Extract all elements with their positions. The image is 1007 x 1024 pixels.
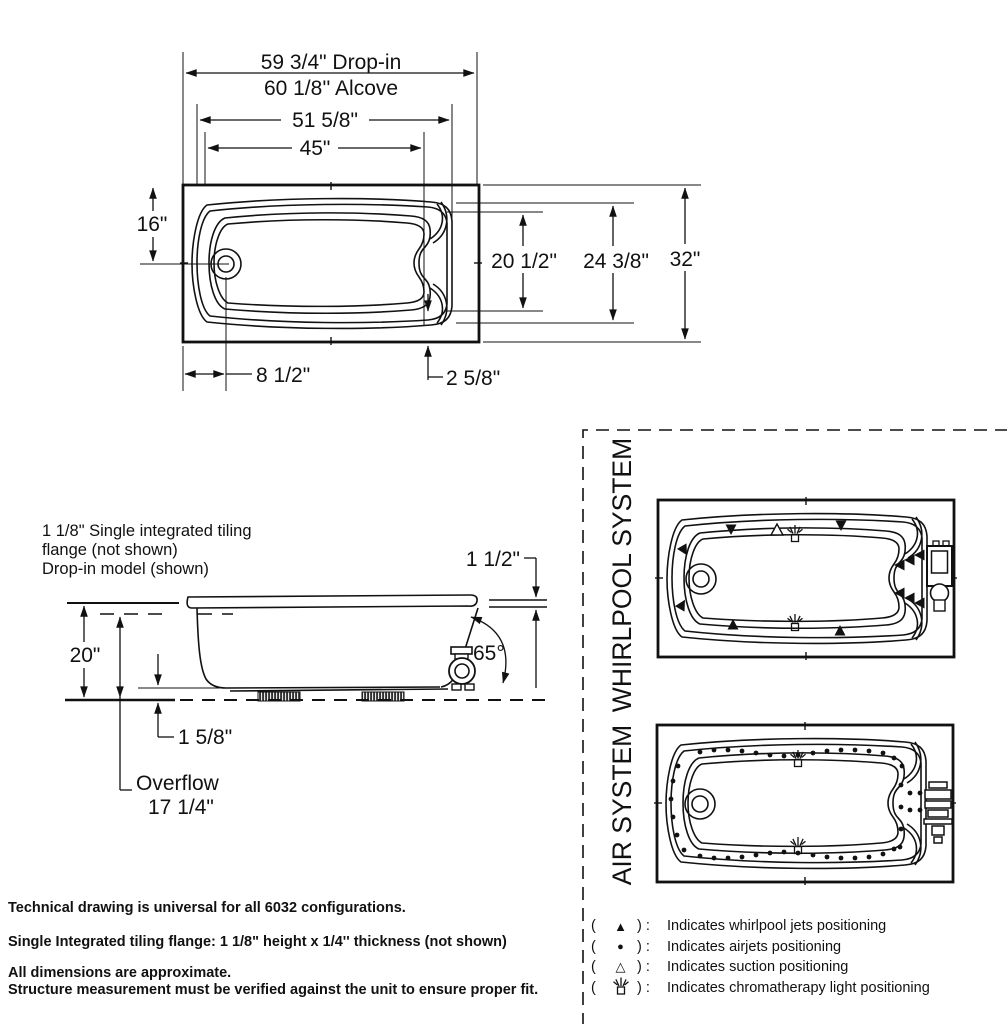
dim-20-1-2: 20 1/2" [491, 250, 557, 273]
legend-item-airjets: ( ● ) : Indicates airjets positioning [591, 937, 1001, 958]
systems-panel: WHIRLPOOL SYSTEM AIR SYSTEM [582, 429, 1007, 1024]
legend-text: Indicates chromatherapy light positionin… [667, 979, 930, 996]
dim-drop-in: 59 3/4" Drop-in [261, 51, 402, 74]
note-configurations: Technical drawing is universal for all 6… [8, 900, 406, 916]
whirlpool-pump-icon [926, 540, 953, 612]
dim-51-5-8: 51 5/8" [292, 109, 358, 132]
chromatherapy-light-legend-icon [604, 976, 637, 999]
whirlpool-jet-icon: ▲ [614, 918, 627, 934]
dim-65-deg: 65° [473, 642, 505, 665]
panel-dashed-border [582, 429, 1007, 1024]
air-blower-icon [923, 781, 953, 844]
whirlpool-jets-layer [674, 520, 925, 636]
whirlpool-system-label: WHIRLPOOL SYSTEM [607, 438, 637, 712]
legend-item-chromatherapy: ( ) : Indicates chromatherapy light posi… [591, 976, 1001, 999]
flange-note: 1 1/8" Single integrated tiling [42, 522, 252, 540]
dim-32: 32" [670, 248, 701, 271]
paren-open: ( [591, 938, 596, 955]
paren-close: ) : [637, 979, 650, 996]
paren-close: ) : [637, 938, 650, 955]
airjets-layer [668, 747, 923, 861]
paren-open: ( [591, 979, 596, 996]
airjet-icon: ● [617, 940, 624, 953]
note-approximate: All dimensions are approximate. [8, 965, 232, 981]
suction-icon: △ [615, 959, 626, 975]
top-view: 59 3/4" Drop-in 60 1/8'' Alcove 51 5/8" … [128, 51, 707, 391]
paren-close: ) : [637, 959, 650, 976]
note-flange: Single Integrated tiling flange: 1 1/8" … [8, 934, 507, 950]
dim-8-1-2: 8 1/2" [256, 364, 310, 387]
legend-text: Indicates whirlpool jets positioning [667, 918, 887, 935]
legend-item-whirlpool-jets: ( ▲ ) : Indicates whirlpool jets positio… [591, 916, 1001, 937]
overflow-label: Overflow [136, 772, 220, 795]
legend-text: Indicates suction positioning [667, 959, 849, 976]
dim-16: 16" [137, 213, 168, 236]
overflow-fitting-icon [448, 646, 476, 691]
dim-24-3-8: 24 3/8" [583, 250, 649, 273]
paren-close: ) : [637, 918, 650, 935]
legend: ( ▲ ) : Indicates whirlpool jets positio… [591, 916, 1001, 998]
flange-note-3: Drop-in model (shown) [42, 560, 209, 578]
paren-open: ( [591, 918, 596, 935]
note-verify: Structure measurement must be verified a… [8, 982, 539, 998]
notes-block: Technical drawing is universal for all 6… [8, 901, 583, 998]
dim-45: 45" [300, 137, 331, 160]
side-view: 1 1/8" Single integrated tiling flange (… [42, 522, 548, 819]
legend-item-suction: ( △ ) : Indicates suction positioning [591, 957, 1001, 978]
flange-note-2: flange (not shown) [42, 541, 178, 559]
air-system-label: AIR SYSTEM [607, 725, 637, 886]
legend-text: Indicates airjets positioning [667, 938, 842, 955]
dim-17-1-4: 17 1/4" [148, 796, 214, 819]
dim-alcove: 60 1/8'' Alcove [264, 77, 398, 100]
paren-open: ( [591, 959, 596, 976]
dim-1-5-8: 1 5/8" [178, 726, 232, 749]
dim-1-1-2: 1 1/2" [466, 548, 520, 571]
dim-2-5-8: 2 5/8" [446, 367, 500, 390]
dim-20: 20" [70, 644, 101, 667]
